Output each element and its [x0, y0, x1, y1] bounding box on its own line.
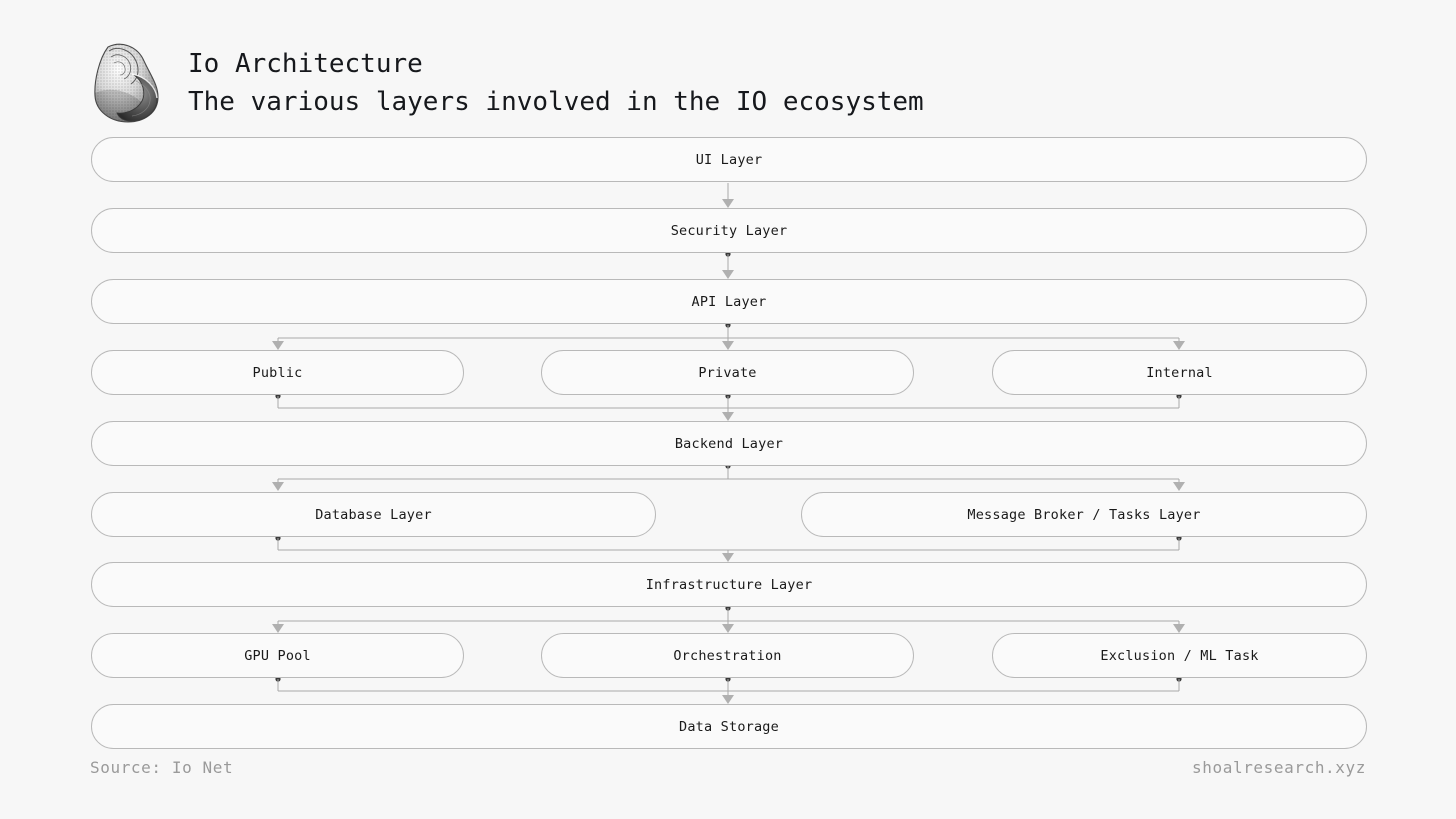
snail-shell-icon	[88, 41, 166, 125]
node-label: Exclusion / ML Task	[1100, 647, 1259, 664]
node-label: Public	[252, 364, 303, 381]
node-security-layer[interactable]: Security Layer	[91, 208, 1367, 253]
node-label: Internal	[1146, 364, 1213, 381]
source-credit: Source: Io Net	[90, 758, 234, 777]
node-label: Private	[698, 364, 757, 381]
node-orchestration[interactable]: Orchestration	[541, 633, 914, 678]
node-private[interactable]: Private	[541, 350, 914, 395]
title-block: Io Architecture The various layers invol…	[188, 46, 924, 120]
node-label: Security Layer	[670, 222, 788, 239]
node-internal[interactable]: Internal	[992, 350, 1367, 395]
node-label: Orchestration	[673, 647, 782, 664]
node-data-storage[interactable]: Data Storage	[91, 704, 1367, 749]
node-gpu-pool[interactable]: GPU Pool	[91, 633, 464, 678]
page-subtitle: The various layers involved in the IO ec…	[188, 87, 924, 117]
brand-watermark: shoalresearch.xyz	[1192, 758, 1366, 777]
node-exclusion-ml-task[interactable]: Exclusion / ML Task	[992, 633, 1367, 678]
node-label: API Layer	[691, 293, 767, 310]
node-label: Infrastructure Layer	[645, 576, 813, 593]
node-api-layer[interactable]: API Layer	[91, 279, 1367, 324]
node-label: Message Broker / Tasks Layer	[967, 506, 1201, 523]
node-infrastructure-layer[interactable]: Infrastructure Layer	[91, 562, 1367, 607]
node-label: Data Storage	[679, 718, 779, 735]
node-ui-layer[interactable]: UI Layer	[91, 137, 1367, 182]
node-label: Backend Layer	[674, 435, 784, 452]
node-public[interactable]: Public	[91, 350, 464, 395]
node-backend-layer[interactable]: Backend Layer	[91, 421, 1367, 466]
node-label: GPU Pool	[244, 647, 311, 664]
page-title: Io Architecture	[188, 49, 423, 79]
node-label: UI Layer	[695, 151, 763, 168]
node-message-broker-layer[interactable]: Message Broker / Tasks Layer	[801, 492, 1367, 537]
page-header: Io Architecture The various layers invol…	[88, 40, 1378, 126]
node-database-layer[interactable]: Database Layer	[91, 492, 656, 537]
node-label: Database Layer	[315, 506, 432, 523]
